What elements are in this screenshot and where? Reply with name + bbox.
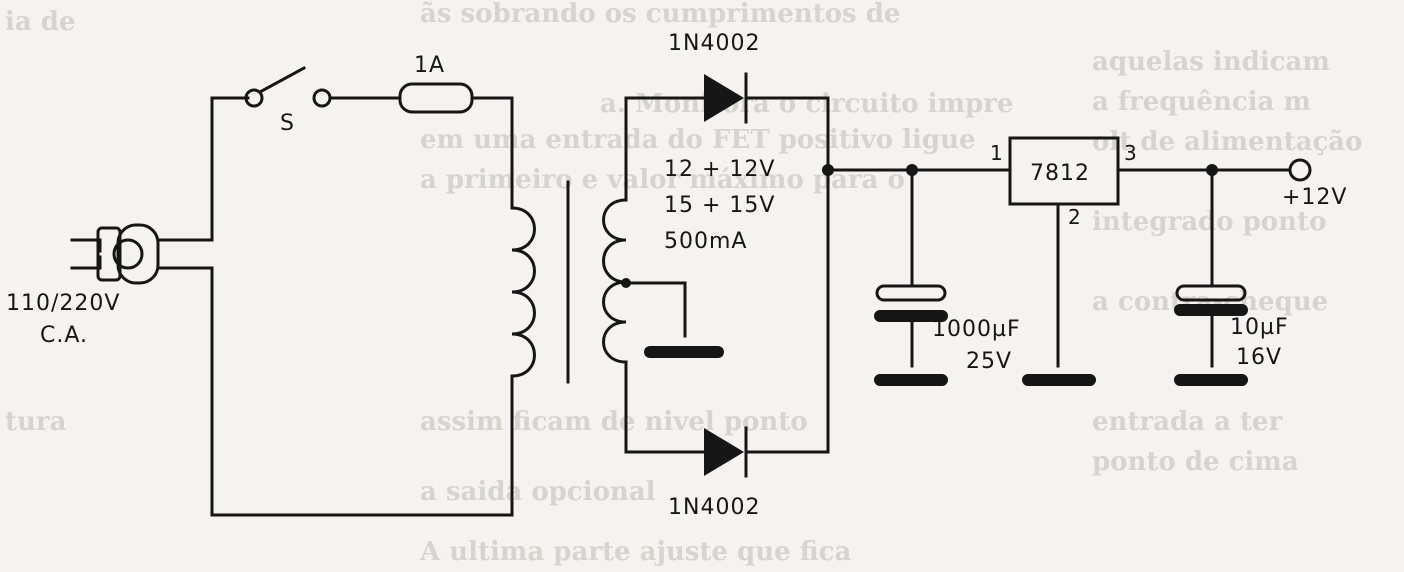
- mains-voltage-label: 110/220V: [6, 291, 120, 316]
- svg-text:aquelas indicam: aquelas indicam: [1092, 47, 1330, 77]
- center-tap-wire: [624, 281, 687, 338]
- svg-text:entrada a ter: entrada a ter: [1092, 407, 1283, 437]
- cap1-voltage-label: 25V: [966, 349, 1012, 374]
- svg-text:a saida opcional: a saida opcional: [420, 477, 656, 507]
- capacitor-10uf-icon: [1174, 284, 1248, 386]
- secondary-wire-bottom: [624, 360, 706, 454]
- ac-plug-icon: [70, 223, 214, 285]
- svg-text:A ultima parte ajuste que fica: A ultima parte ajuste que fica: [419, 537, 851, 567]
- diode-top-label: 1N4002: [668, 31, 760, 56]
- fuse-icon: [398, 82, 514, 210]
- svg-text:a frequência m: a frequência m: [1092, 87, 1311, 117]
- primary-wire-top: [210, 96, 250, 242]
- capacitor-1000uf-icon: [874, 284, 948, 386]
- svg-text:ponto de cima: ponto de cima: [1092, 447, 1299, 477]
- svg-text:ia de: ia de: [5, 7, 76, 37]
- transformer-rating-line1: 12 + 12V: [664, 157, 775, 182]
- output-terminal-icon: [1288, 158, 1312, 182]
- transformer-rating-line3: 500mA: [664, 229, 747, 254]
- regulator-pin1-label: 1: [990, 141, 1003, 165]
- regulator-pin3-label: 3: [1124, 141, 1137, 165]
- svg-text:em uma entrada do FET positivo: em uma entrada do FET positivo ligue: [420, 125, 976, 155]
- svg-text:assim ficam de nivel ponto: assim ficam de nivel ponto: [420, 407, 808, 437]
- primary-wire-bottom: [210, 266, 514, 517]
- switch-label: S: [280, 111, 295, 136]
- diode-bottom-icon: [704, 426, 830, 478]
- svg-text:a. Monitora o circuito impre: a. Monitora o circuito impre: [600, 89, 1013, 119]
- svg-text:olt de alimentação: olt de alimentação: [1092, 127, 1363, 157]
- regulator-pin2-label: 2: [1068, 205, 1081, 229]
- cap2-value-label: 10µF: [1230, 315, 1289, 340]
- diode-bottom-label: 1N4002: [668, 495, 760, 520]
- svg-text:tura: tura: [5, 407, 67, 437]
- diode-top-icon: [704, 72, 830, 454]
- regulator-label: 7812: [1030, 161, 1090, 186]
- primary-coil-icon: [510, 206, 536, 378]
- mains-type-label: C.A.: [40, 323, 88, 348]
- cap2-voltage-label: 16V: [1236, 345, 1282, 370]
- switch-icon: [244, 65, 400, 108]
- cap1-value-label: 1000µF: [932, 317, 1021, 342]
- fuse-label: 1A: [414, 53, 445, 78]
- secondary-wire-top: [624, 96, 706, 202]
- output-voltage-label: +12V: [1282, 185, 1347, 210]
- svg-text:ãs sobrando os cumprimentos de: ãs sobrando os cumprimentos de: [420, 0, 900, 29]
- transformer-rating-line2: 15 + 15V: [664, 193, 775, 218]
- svg-text:integrado ponto: integrado ponto: [1092, 207, 1326, 237]
